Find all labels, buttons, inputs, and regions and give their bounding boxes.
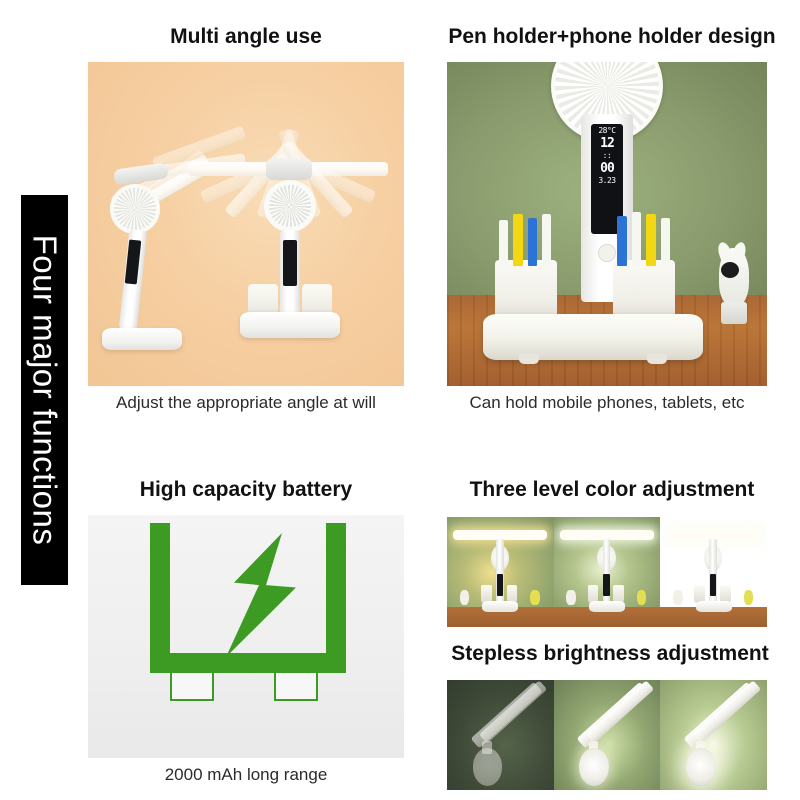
- light-bar: [666, 530, 761, 541]
- lcd-display: 28°C 12 :: 00 3.23: [591, 124, 623, 234]
- photo-pen-holder: 28°C 12 :: 00 3.23: [447, 62, 767, 386]
- lamp-arm: [188, 162, 290, 176]
- pen: [528, 218, 537, 266]
- side-banner: Four major functions: [21, 195, 68, 585]
- lamp-fan-head: [472, 748, 503, 786]
- tray-foot: [647, 354, 667, 364]
- lcd-display: [709, 574, 717, 597]
- photo-multi-angle: [88, 62, 404, 386]
- lamp-neck: [482, 740, 492, 754]
- toy-yellow: [530, 589, 540, 605]
- photo-battery: [88, 515, 404, 758]
- toy-yellow: [636, 589, 647, 605]
- brightness-level-high: [660, 680, 767, 790]
- pen: [542, 214, 551, 266]
- lamp-base: [588, 600, 626, 612]
- pen-cup: [248, 284, 278, 316]
- pen: [632, 212, 641, 266]
- pen-cup: [302, 284, 332, 316]
- panel-title-brightness: Stepless brightness adjustment: [451, 642, 769, 665]
- lamp-tray-base: [483, 314, 703, 360]
- desk-surface: [660, 607, 767, 627]
- tray-foot: [519, 354, 539, 364]
- lamp-fan-head: [110, 184, 160, 234]
- panel-title-battery: High capacity battery: [139, 478, 353, 501]
- pen-cup: [481, 585, 492, 603]
- lcd-date: 3.23: [598, 176, 616, 185]
- desk-surface: [553, 607, 661, 627]
- battery-terminal: [170, 673, 214, 701]
- light-bar: [453, 530, 548, 541]
- light-bar: [560, 530, 654, 541]
- lcd-display: [496, 574, 503, 597]
- lamp-base: [102, 328, 182, 350]
- panel-caption-multi-angle: Adjust the appropriate angle at will: [116, 393, 376, 412]
- pen: [499, 220, 508, 266]
- lamp-base: [482, 600, 519, 612]
- lamp-fan-head: [685, 748, 716, 786]
- lamp-arm: [479, 680, 548, 744]
- lamp-pillar: [602, 539, 611, 608]
- photo-color-adjust: [447, 517, 767, 627]
- pen-cup-left: [495, 260, 557, 320]
- brightness-level-medium: [553, 680, 661, 790]
- panel-caption-battery: 2000 mAh long range: [164, 765, 328, 784]
- color-level-warm: [447, 517, 554, 627]
- battery-outline-icon: [150, 523, 346, 673]
- toy-yellow: [743, 589, 754, 605]
- pen-cup: [613, 585, 625, 603]
- touch-button[interactable]: [598, 244, 616, 262]
- battery-terminal: [274, 673, 318, 701]
- figurine: [673, 589, 683, 605]
- pen-cup: [720, 585, 731, 603]
- pen-cup-right: [613, 260, 675, 320]
- lamp-fan-head: [579, 748, 610, 786]
- panel-title-color-adjust: Three level color adjustment: [469, 478, 755, 501]
- lamp-arm: [692, 680, 761, 744]
- photo-brightness: [447, 680, 767, 790]
- pen-cup: [694, 585, 706, 603]
- desk-surface: [447, 607, 554, 627]
- lcd-hour: 12: [600, 136, 615, 151]
- lamp-screen: [283, 240, 297, 286]
- lcd-display: [603, 574, 610, 597]
- lcd-separator: ::: [602, 151, 612, 160]
- pen-cup: [506, 585, 518, 603]
- pen: [661, 218, 670, 266]
- lamp-fan-head: [264, 180, 316, 232]
- brightness-level-low: [447, 680, 554, 790]
- color-level-neutral: [553, 517, 661, 627]
- lamp-neck: [588, 740, 599, 754]
- panel-title-multi-angle: Multi angle use: [170, 25, 322, 48]
- pen: [617, 216, 627, 266]
- pen: [513, 214, 523, 266]
- lamp-base: [695, 600, 732, 612]
- lamp-base: [240, 312, 340, 338]
- lcd-temperature: 28°C: [598, 126, 616, 135]
- lamp-pillar: [709, 539, 717, 608]
- figurine: [459, 589, 470, 605]
- pen: [646, 214, 656, 266]
- lamp-arm: [585, 680, 655, 744]
- panel-title-pen-holder: Pen holder+phone holder design: [448, 25, 776, 48]
- figurine: [566, 589, 577, 605]
- side-banner-label: Four major functions: [26, 234, 63, 546]
- panel-caption-pen-holder: Can hold mobile phones, tablets, etc: [469, 393, 745, 412]
- lcd-minute: 00: [600, 161, 615, 176]
- lamp-pillar: [496, 539, 504, 608]
- lamp-hinge: [266, 158, 312, 180]
- pen-cup: [587, 585, 599, 603]
- color-level-cool: [660, 517, 767, 627]
- lamp-neck: [695, 740, 706, 754]
